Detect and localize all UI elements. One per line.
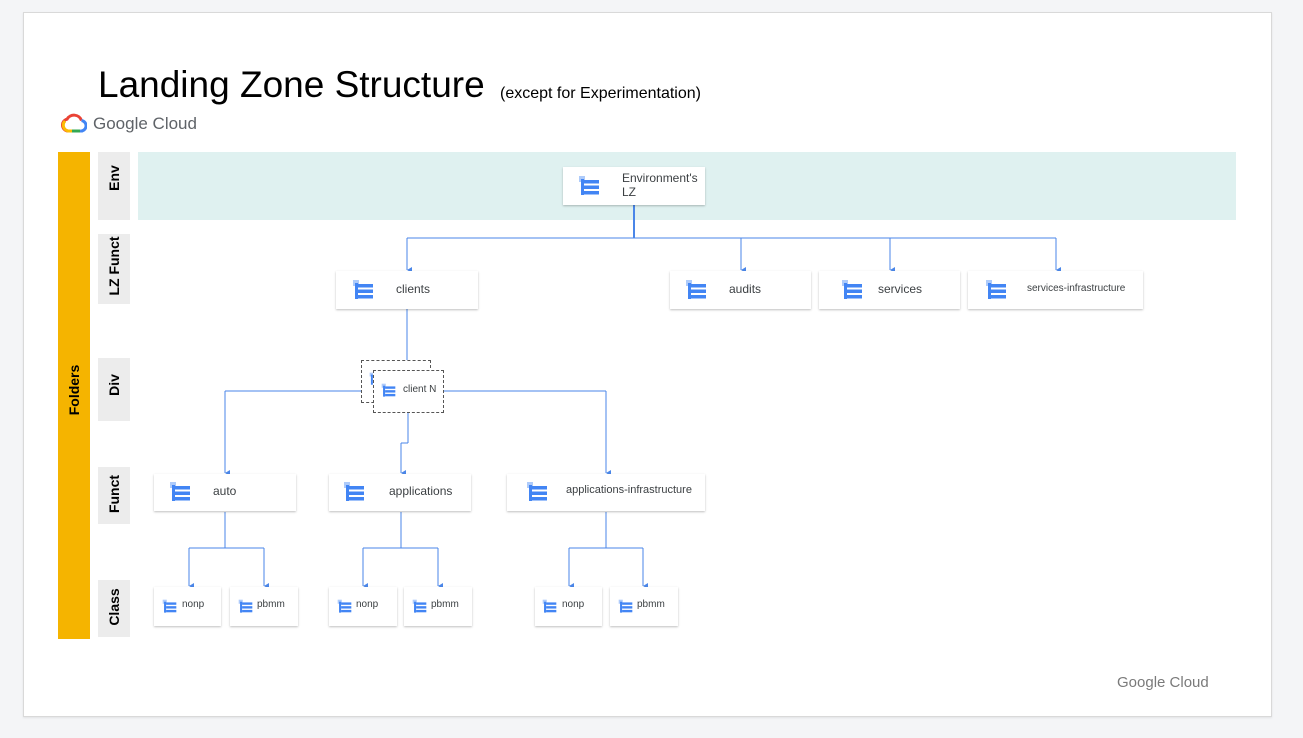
node-auto-pbmm-label: pbmm <box>257 599 285 610</box>
row-label-funct-bg <box>98 467 130 524</box>
node-auto-label: auto <box>213 484 237 498</box>
node-services[interactable]: services <box>819 271 960 309</box>
folder-tree-icon <box>337 599 352 613</box>
node-apps-pbmm-label: pbmm <box>431 599 459 610</box>
node-appinfra-nonp[interactable]: nonp <box>535 587 602 626</box>
google-cloud-icon <box>61 113 87 133</box>
node-auto-pbmm[interactable]: pbmm <box>230 587 298 626</box>
node-environment-lz-label: Environment's LZ <box>622 171 698 199</box>
node-auto-nonp[interactable]: nonp <box>154 587 221 626</box>
node-environment-lz[interactable]: Environment's LZ <box>563 167 705 205</box>
row-label-env-bg <box>98 152 130 220</box>
node-applications-infrastructure-label: applications-infrastructure <box>566 484 692 496</box>
page-title: Landing Zone Structure <box>98 64 485 105</box>
node-audits-label: audits <box>729 282 762 296</box>
page-subtitle: (except for Experimentation) <box>500 85 701 102</box>
node-apps-nonp-label: nonp <box>356 599 379 610</box>
node-appinfra-pbmm-label: pbmm <box>637 599 665 610</box>
node-client-n-label: client N <box>403 384 437 395</box>
folder-tree-icon <box>170 482 190 501</box>
folder-tree-icon <box>986 280 1006 299</box>
node-audits[interactable]: audits <box>670 271 811 309</box>
row-label-class-bg <box>98 580 130 637</box>
node-applications-infrastructure[interactable]: applications-infrastructure <box>507 474 705 511</box>
node-appinfra-pbmm[interactable]: pbmm <box>610 587 678 626</box>
node-services-infrastructure[interactable]: services-infrastructure <box>968 271 1143 309</box>
node-clients-label: clients <box>396 282 431 296</box>
node-services-infrastructure-label: services-infrastructure <box>1027 283 1126 294</box>
footer-logo-text: Google Cloud <box>1117 674 1209 691</box>
folder-tree-icon <box>353 280 373 299</box>
node-auto[interactable]: auto <box>154 474 296 511</box>
node-clients[interactable]: clients <box>336 271 478 309</box>
row-label-div-bg <box>98 358 130 421</box>
folder-tree-icon <box>344 482 364 501</box>
node-applications[interactable]: applications <box>329 474 471 511</box>
node-appinfra-nonp-label: nonp <box>562 599 585 610</box>
folder-tree-icon <box>542 599 557 613</box>
logo-text: Google Cloud <box>93 113 197 133</box>
folder-tree-icon <box>238 599 253 613</box>
footer-google-cloud-logo: Google Cloud <box>1117 674 1209 691</box>
node-applications-label: applications <box>389 484 453 498</box>
folder-tree-icon <box>162 599 177 613</box>
folder-tree-icon <box>381 383 396 397</box>
node-client-n[interactable]: client N <box>373 370 444 413</box>
folder-tree-icon <box>618 599 633 613</box>
node-auto-nonp-label: nonp <box>182 599 205 610</box>
folder-tree-icon <box>842 280 862 299</box>
node-apps-nonp[interactable]: nonp <box>329 587 397 626</box>
node-apps-pbmm[interactable]: pbmm <box>404 587 472 626</box>
google-cloud-logo: Google Cloud <box>61 113 197 134</box>
folder-tree-icon <box>686 280 706 299</box>
folder-tree-icon <box>412 599 427 613</box>
folder-tree-icon <box>579 176 599 195</box>
row-label-lz-funct-bg <box>98 234 130 304</box>
folder-tree-icon <box>527 482 547 501</box>
node-services-label: services <box>878 282 923 296</box>
folders-bar <box>58 152 90 639</box>
